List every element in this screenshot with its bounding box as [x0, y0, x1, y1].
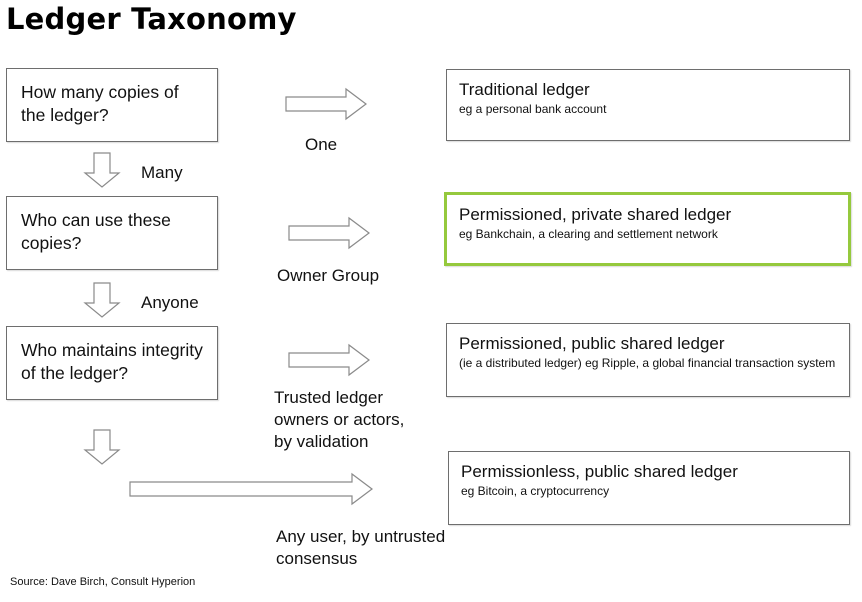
result-box-permissionless: Permissionless, public shared ledger eg … — [448, 451, 850, 525]
down-arrow-icon — [83, 429, 121, 465]
branch-label-owner-group: Owner Group — [277, 266, 380, 285]
question-box-users: Who can use these copies? — [6, 196, 218, 270]
result-description: eg Bitcoin, a cryptocurrency — [461, 484, 610, 498]
question-box-integrity: Who maintains integrity of the ledger? — [6, 326, 218, 400]
right-arrow-icon — [129, 472, 373, 506]
down-label-anyone: Anyone — [141, 293, 199, 312]
right-arrow-icon — [288, 216, 370, 250]
down-label-many: Many — [141, 163, 183, 182]
result-title: Permissioned, private shared ledger — [459, 205, 732, 224]
result-title: Permissionless, public shared ledger — [461, 462, 738, 481]
result-description: eg Bankchain, a clearing and settlement … — [459, 227, 718, 241]
question-text: Who can use these copies? — [21, 210, 171, 253]
branch-label-trusted: Trusted ledger owners or actors, by vali… — [274, 388, 405, 451]
down-arrow-icon — [83, 152, 121, 188]
source-credit: Source: Dave Birch, Consult Hyperion — [10, 576, 196, 588]
question-text: How many copies of the ledger? — [21, 82, 179, 125]
result-box-traditional: Traditional ledger eg a personal bank ac… — [446, 69, 850, 141]
right-arrow-icon — [288, 343, 370, 377]
result-title: Permissioned, public shared ledger — [459, 334, 725, 353]
question-box-copies: How many copies of the ledger? — [6, 68, 218, 142]
branch-label-any-user: Any user, by untrusted consensus — [276, 527, 446, 568]
right-arrow-icon — [285, 87, 367, 121]
result-box-permissioned-private: Permissioned, private shared ledger eg B… — [444, 192, 851, 266]
result-box-permissioned-public: Permissioned, public shared ledger (ie a… — [446, 323, 850, 397]
question-text: Who maintains integrity of the ledger? — [21, 340, 203, 383]
page-title: Ledger Taxonomy — [6, 2, 297, 36]
result-description: (ie a distributed ledger) eg Ripple, a g… — [459, 356, 836, 370]
down-arrow-icon — [83, 282, 121, 318]
result-title: Traditional ledger — [459, 80, 590, 99]
branch-label-one: One — [305, 135, 338, 154]
result-description: eg a personal bank account — [459, 102, 607, 116]
